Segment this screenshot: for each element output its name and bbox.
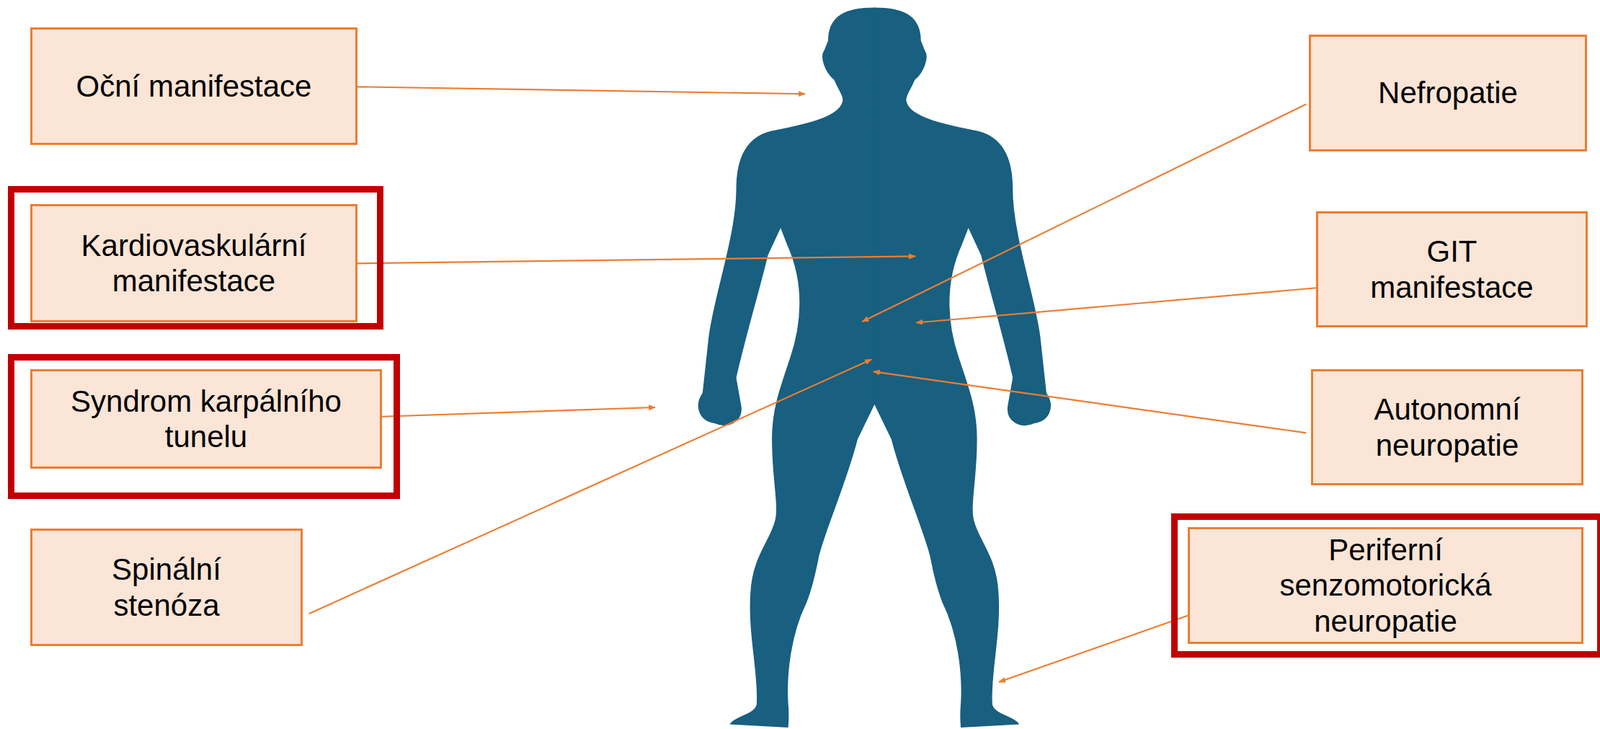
box-label: Syndrom karpálního tunelu: [36, 383, 376, 455]
box-label: Oční manifestace: [76, 68, 313, 104]
callout-box: Syndrom karpálního tunelu: [30, 369, 382, 469]
leader-line: [357, 255, 916, 264]
callout-box: Autonomní neuropatie: [1310, 369, 1584, 486]
human-silhouette: [698, 7, 1051, 727]
leader-line: [381, 407, 656, 417]
leader-line: [998, 615, 1188, 682]
box-label: Spinální stenóza: [76, 551, 257, 622]
leader-line: [916, 287, 1317, 323]
leader-line: [357, 86, 806, 94]
callout-box: Periferní senzomotorická neuropatie: [1187, 526, 1584, 644]
callout-box: GIT manifestace: [1316, 211, 1588, 328]
box-label: Autonomní neuropatie: [1317, 391, 1577, 462]
box-label: GIT manifestace: [1351, 233, 1554, 305]
callout-box: Nefropatie: [1308, 34, 1588, 152]
leader-line: [861, 103, 1306, 322]
box-label: Periferní senzomotorická neuropatie: [1267, 531, 1505, 638]
callout-box: Kardiovaskulární manifestace: [30, 203, 358, 323]
callout-box: Oční manifestace: [30, 27, 358, 145]
box-label: Nefropatie: [1378, 74, 1518, 111]
callout-box: Spinální stenóza: [30, 528, 303, 646]
leader-line: [873, 371, 1306, 433]
box-label: Kardiovaskulární manifestace: [35, 227, 353, 299]
leader-lines: [309, 86, 1317, 682]
